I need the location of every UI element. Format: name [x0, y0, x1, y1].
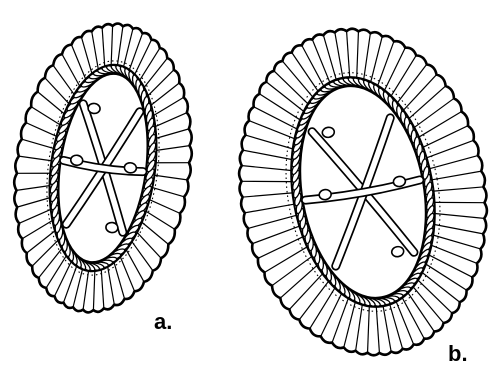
panel-a-septum-node	[87, 103, 100, 115]
panel-a-septum-node	[105, 222, 118, 234]
panel-a-label: a.	[154, 311, 172, 333]
panel-a-drawing	[0, 12, 210, 324]
panel-b-drawing	[214, 9, 492, 370]
panel-a-septum-node	[70, 154, 83, 166]
panel-b-label: b.	[448, 343, 468, 365]
panel-a-septum-node	[124, 162, 137, 174]
